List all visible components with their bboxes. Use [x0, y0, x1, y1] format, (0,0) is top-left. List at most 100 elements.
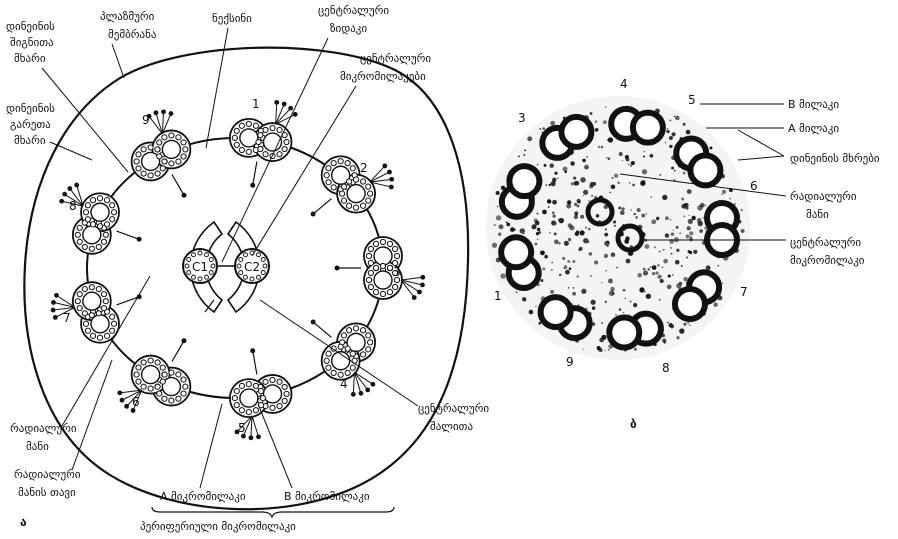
speckle [591, 195, 593, 197]
protofilament [360, 203, 365, 208]
protofilament [360, 352, 365, 357]
lumen [240, 389, 258, 407]
dynein-knob [51, 308, 56, 313]
speckle [551, 262, 553, 264]
dynein-knob [282, 102, 287, 107]
doublet-number-5: 5 [238, 421, 246, 435]
protofilament [341, 333, 346, 338]
speckle [551, 221, 556, 226]
dynein-knob [387, 170, 392, 175]
speckle [518, 155, 520, 157]
speckle [556, 223, 557, 224]
speckle [605, 270, 607, 272]
spoke-head [335, 266, 340, 271]
speckle [621, 207, 624, 210]
protofilament [277, 127, 282, 132]
protofilament [253, 123, 258, 128]
speckle [588, 241, 590, 243]
protofilament [103, 299, 108, 304]
speckle [611, 184, 616, 189]
central-protofilament [239, 271, 243, 275]
speckle [618, 206, 621, 209]
dynein-arm [370, 166, 385, 182]
panel-b-letter: ბ [630, 417, 637, 431]
dynein-knob [54, 293, 59, 298]
speckle [650, 266, 652, 268]
speckle [522, 297, 526, 301]
speckle [576, 214, 578, 216]
doublet-number-7: 7 [63, 311, 71, 325]
central-protofilament [239, 258, 243, 262]
speckle [527, 136, 532, 141]
protofilament [246, 410, 251, 415]
protofilament [183, 384, 188, 389]
speckle [741, 229, 745, 233]
speckle [591, 300, 596, 305]
protofilament [176, 135, 181, 140]
dynein-arm [156, 113, 162, 134]
central-protofilament [244, 253, 248, 257]
speckle [520, 228, 525, 233]
speckle [537, 228, 540, 231]
speckle [622, 160, 623, 161]
protofilament [82, 286, 87, 291]
speckle [669, 145, 672, 148]
speckle [599, 338, 604, 343]
speckle [549, 163, 554, 168]
speckle [675, 260, 680, 265]
doublet-number-9: 9 [142, 113, 150, 127]
speckle [630, 165, 632, 167]
protofilament [326, 180, 331, 185]
speckle [674, 170, 676, 172]
em-number-7: 7 [740, 285, 748, 299]
dynein-knob [274, 100, 279, 105]
em-doublet-6 [609, 314, 661, 348]
speckle [537, 213, 539, 215]
dynein-knob [359, 391, 364, 396]
speckle [564, 241, 569, 246]
svg-text:მიკრომილაკი: მიკრომილაკი [790, 254, 865, 267]
speckle [681, 198, 684, 201]
leader-radial-spoke-head [72, 360, 112, 470]
svg-text:შალითა: შალითა [430, 420, 473, 433]
speckle [665, 216, 669, 220]
label-inner-arm: დინეინის შიგნითა მხარი [6, 20, 55, 65]
protofilament [134, 159, 139, 164]
speckle [494, 224, 496, 226]
central-protofilament [192, 275, 196, 279]
protofilament [345, 370, 350, 375]
protofilament [258, 146, 263, 151]
svg-text:მიკრომილაკები: მიკრომილაკები [340, 70, 426, 83]
speckle [652, 272, 655, 275]
protofilament [89, 285, 94, 290]
speckle [544, 164, 547, 167]
em-number-9: 9 [566, 355, 574, 369]
dynein-knob [389, 185, 394, 190]
central-protofilament [198, 277, 202, 281]
protofilament [85, 203, 90, 208]
protofilament [324, 173, 329, 178]
speckle [629, 300, 631, 302]
protofilament [104, 333, 109, 338]
protofilament [258, 389, 263, 394]
protofilament [90, 198, 95, 203]
speckle [542, 267, 545, 270]
protofilament [148, 173, 153, 178]
speckle [603, 120, 607, 124]
speckle [583, 238, 588, 243]
speckle [641, 214, 645, 218]
speckle [643, 271, 648, 276]
svg-text:მანი: მანი [26, 440, 49, 453]
speckle [570, 161, 575, 166]
speckle [672, 274, 674, 276]
speckle [619, 152, 623, 156]
dynein-knob [256, 434, 261, 439]
speckle [670, 119, 672, 121]
svg-text:მანის თავი: მანის თავი [18, 486, 76, 499]
label-radial-spoke-head: რადიალური მანის თავი [14, 468, 81, 499]
protofilament [282, 384, 287, 389]
dynein-knob [420, 275, 425, 280]
speckle [541, 279, 544, 282]
speckle [588, 200, 590, 202]
speckle [671, 232, 674, 235]
